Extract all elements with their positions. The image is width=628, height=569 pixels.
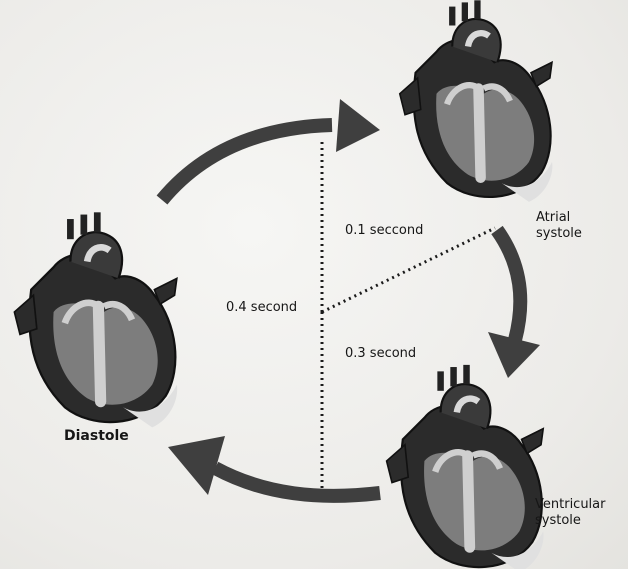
arrowhead-diastole (168, 436, 225, 495)
diastole-heart-illustration (14, 212, 177, 427)
timing-line-right (322, 228, 495, 312)
arrow-ventricular-to-diastole (215, 468, 380, 496)
arrowhead-atrial (336, 99, 380, 152)
arrowhead-ventricular (488, 332, 540, 378)
atrial-systole-heart-illustration (400, 0, 553, 202)
atrial-systole-label-line1: Atrial (536, 210, 626, 226)
atrial-duration-label: 0.1 seccond (345, 223, 423, 239)
atrial-systole-label-line2: systole (536, 226, 626, 242)
arrow-atrial-to-ventricular (497, 230, 520, 340)
ventricular-systole-heart-illustration (387, 365, 544, 569)
ventricular-systole-label-line2: systole (535, 513, 625, 529)
arrow-diastole-to-atrial (162, 125, 332, 200)
ventricular-duration-label: 0.3 second (345, 346, 416, 362)
atrial-systole-label: Atrial systole (536, 210, 626, 242)
ventricular-systole-label: Ventricular systole (535, 497, 625, 529)
diastole-duration-label: 0.4 second (226, 300, 297, 316)
ventricular-systole-label-line1: Ventricular (535, 497, 625, 513)
diastole-label: Diastole (64, 428, 129, 444)
